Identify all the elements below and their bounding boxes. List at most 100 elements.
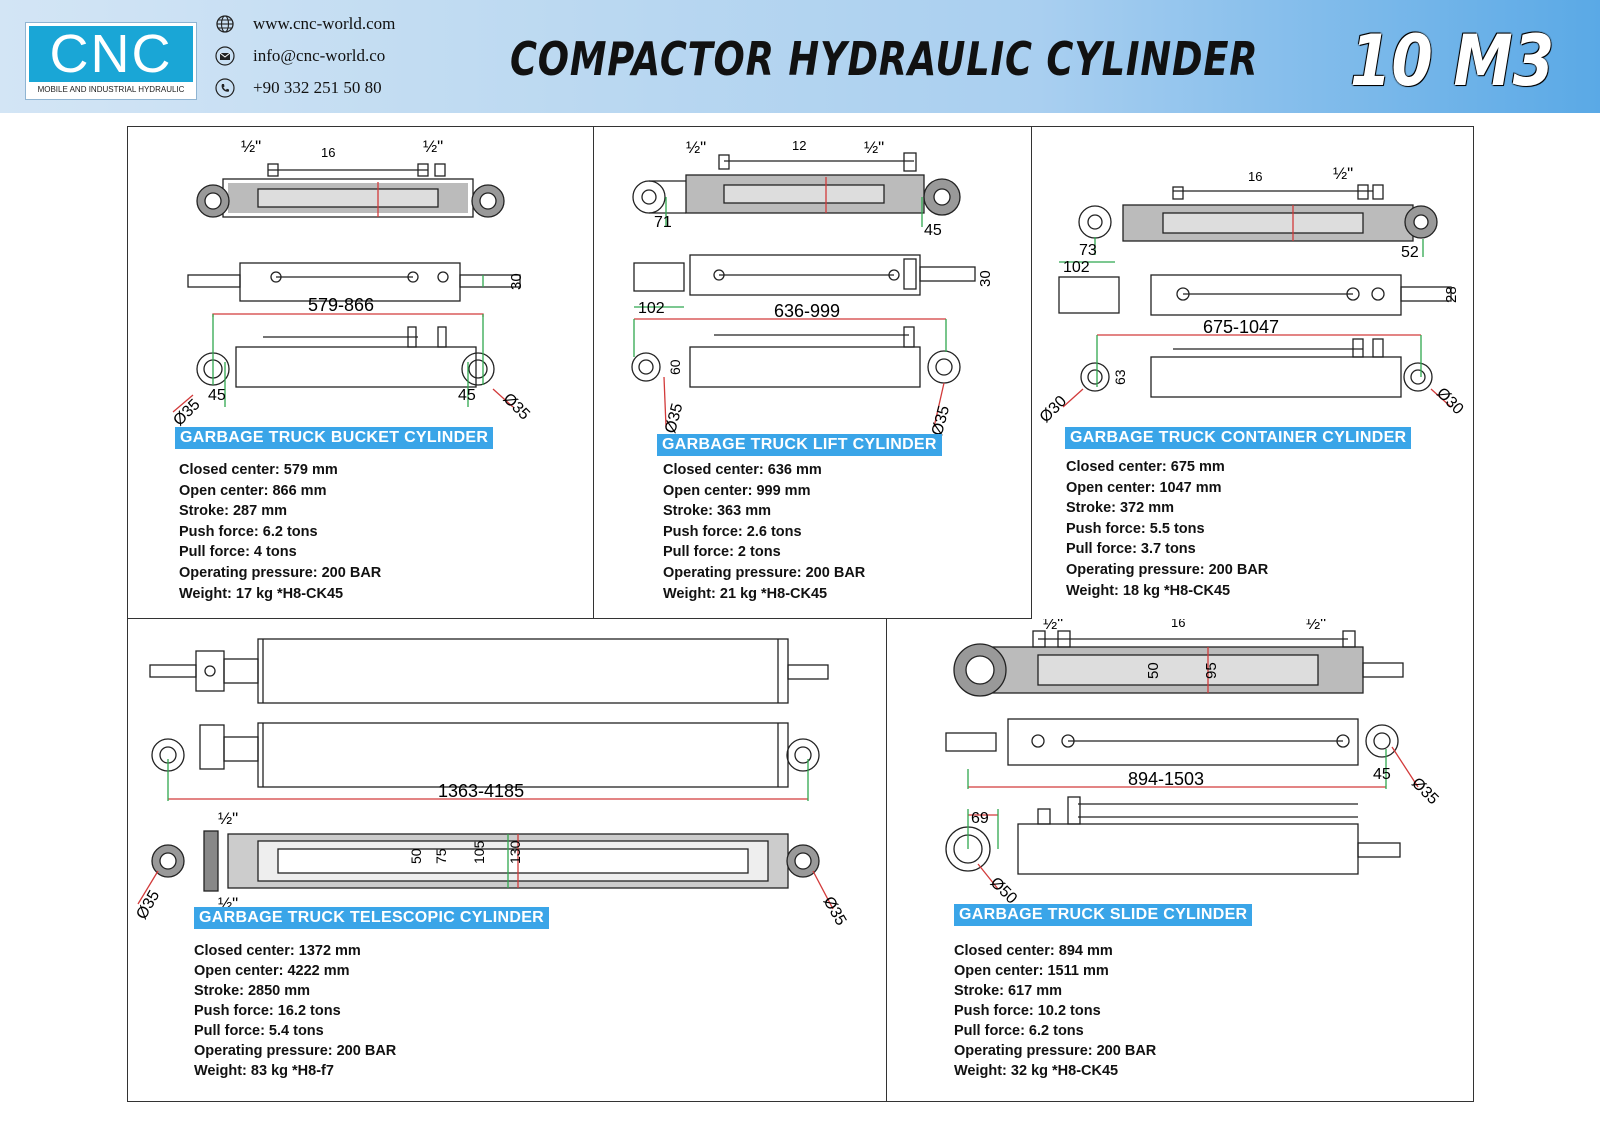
globe-icon — [216, 15, 234, 33]
telescopic-stage4: 130 — [507, 840, 523, 864]
spec-push-force: Push force: 5.5 tons — [1066, 520, 1205, 537]
container-eye-height: 63 — [1112, 369, 1128, 385]
spec-stroke: Stroke: 363 mm — [663, 503, 771, 520]
page-title: COMPACTOR HYDRAULIC CYLINDER — [510, 32, 1259, 86]
telescopic-cylinder-label: GARBAGE TRUCK TELESCOPIC CYLINDER — [194, 907, 550, 929]
lift-cylinder-specs: Closed center: 636 mm Open center: 999 m… — [663, 460, 865, 604]
slide-cylinder-drawing: ½" ½" 16 50 95 894-1503 45 Ø35 69 Ø50 — [945, 619, 1442, 908]
spec-closed-center: Closed center: 579 mm — [179, 462, 338, 478]
container-tube-dim: 16 — [1248, 169, 1262, 184]
panel-lift-cylinder: ½" ½" 12 71 45 30 102 636-999 60 Ø35 Ø35… — [594, 127, 1031, 618]
bucket-port-right: ½" — [423, 137, 443, 156]
phone-text: +90 332 251 50 80 — [253, 78, 382, 97]
container-cylinder-label: GARBAGE TRUCK CONTAINER CYLINDER — [1065, 427, 1412, 449]
logo-mark: CNC — [29, 26, 193, 82]
bucket-length-dim: 579-866 — [308, 295, 374, 315]
spec-weight: Weight: 83 kg *H8-f7 — [194, 1063, 334, 1079]
spec-open-center: Open center: 999 mm — [663, 482, 811, 499]
bucket-rod-dim: 30 — [508, 273, 525, 290]
spec-push-force: Push force: 6.2 tons — [179, 523, 318, 540]
lift-pin-left: Ø35 — [662, 401, 686, 435]
spec-closed-center: Closed center: 1372 mm — [194, 943, 361, 959]
panel-bucket-cylinder: ½" ½" 16 30 579-866 45 45 Ø35 Ø35 GARBAG… — [128, 127, 593, 618]
frame-cell-4 — [127, 618, 887, 1102]
bucket-eye-right: 45 — [458, 387, 476, 404]
spec-pressure: Operating pressure: 200 BAR — [954, 1043, 1157, 1059]
spec-stroke: Stroke: 617 mm — [954, 983, 1062, 999]
bucket-port-left: ½" — [241, 137, 261, 156]
bucket-tube-dim: 16 — [321, 145, 335, 160]
spec-closed-center: Closed center: 675 mm — [1066, 459, 1225, 475]
spec-pull-force: Pull force: 4 tons — [179, 544, 297, 561]
lift-port-right: ½" — [864, 138, 884, 157]
logo-subtitle: MOBILE AND INDUSTRIAL HYDRAULIC — [37, 85, 185, 94]
container-cylinder-specs: Closed center: 675 mm Open center: 1047 … — [1066, 457, 1268, 601]
website-text: www.cnc-world.com — [253, 14, 396, 33]
spec-pressure: Operating pressure: 200 BAR — [663, 564, 866, 581]
spec-pressure: Operating pressure: 200 BAR — [194, 1043, 397, 1059]
spec-weight: Weight: 32 kg *H8-CK45 — [954, 1063, 1119, 1079]
spec-pull-force: Pull force: 5.4 tons — [194, 1023, 324, 1039]
slide-pin-left: Ø50 — [987, 874, 1020, 907]
spec-pressure: Operating pressure: 200 BAR — [179, 564, 382, 581]
telescopic-stage1: 50 — [408, 848, 424, 864]
panel-telescopic-cylinder: 1363-4185 ½" ½" 50 75 105 130 Ø35 Ø35 GA… — [128, 619, 886, 1101]
phone-icon — [215, 78, 235, 98]
volume-badge: 10 M3 — [1350, 20, 1555, 102]
container-cylinder-drawing: ½" 16 73 52 102 28 675-1047 63 Ø30 Ø30 — [1037, 164, 1467, 426]
telescopic-stage3: 105 — [471, 840, 487, 864]
spec-closed-center: Closed center: 636 mm — [663, 462, 822, 478]
slide-eye-left: 69 — [971, 810, 989, 827]
spec-pull-force: Pull force: 6.2 tons — [954, 1023, 1084, 1039]
telescopic-pin-left: Ø35 — [133, 888, 163, 923]
container-length-dim: 675-1047 — [1203, 317, 1279, 337]
lift-tube-dim: 12 — [792, 138, 806, 153]
container-port-right: ½" — [1333, 164, 1353, 183]
spec-weight: Weight: 18 kg *H8-CK45 — [1066, 582, 1231, 599]
bucket-pin-right: Ø35 — [500, 390, 533, 423]
lift-rod-dim: 30 — [977, 270, 994, 287]
telescopic-cylinder-specs: Closed center: 1372 mm Open center: 4222… — [194, 941, 396, 1081]
telescopic-stage2: 75 — [433, 848, 449, 864]
bucket-eye-left: 45 — [208, 387, 226, 404]
bucket-cylinder-label: GARBAGE TRUCK BUCKET CYLINDER — [175, 427, 494, 449]
slide-port-left: ½" — [1043, 619, 1063, 633]
spec-pull-force: Pull force: 2 tons — [663, 544, 781, 561]
slide-length-dim: 894-1503 — [1128, 769, 1204, 789]
mail-icon — [215, 46, 235, 66]
spec-stroke: Stroke: 2850 mm — [194, 983, 311, 999]
spec-pressure: Operating pressure: 200 BAR — [1066, 561, 1269, 578]
telescopic-length-dim: 1363-4185 — [438, 781, 524, 801]
spec-pull-force: Pull force: 3.7 tons — [1066, 541, 1196, 558]
telescopic-cylinder-drawing: 1363-4185 ½" ½" 50 75 105 130 Ø35 Ø35 — [133, 638, 850, 929]
spec-open-center: Open center: 4222 mm — [194, 963, 350, 979]
telescopic-port-top: ½" — [218, 809, 238, 828]
slide-cylinder-specs: Closed center: 894 mm Open center: 1511 … — [954, 941, 1156, 1081]
spec-open-center: Open center: 866 mm — [179, 482, 327, 499]
lift-eye-left: 71 — [654, 214, 672, 231]
container-eye-left: 73 — [1079, 242, 1097, 259]
container-clevis-dim: 102 — [1063, 259, 1090, 276]
lift-eye-height: 60 — [667, 359, 683, 375]
slide-tube-dim: 16 — [1171, 619, 1185, 630]
spec-push-force: Push force: 10.2 tons — [954, 1003, 1101, 1019]
slide-port-right: ½" — [1306, 619, 1326, 633]
company-logo: CNC MOBILE AND INDUSTRIAL HYDRAULIC — [25, 22, 197, 100]
email-text: info@cnc-world.co — [253, 46, 386, 65]
container-rod-dim: 28 — [1443, 286, 1460, 303]
panel-slide-cylinder: ½" ½" 16 50 95 894-1503 45 Ø35 69 Ø50 GA… — [888, 619, 1473, 1101]
spec-push-force: Push force: 16.2 tons — [194, 1003, 341, 1019]
lift-pin-right: Ø35 — [929, 404, 953, 438]
spec-open-center: Open center: 1047 mm — [1066, 479, 1222, 496]
telescopic-pin-right: Ø35 — [820, 894, 850, 929]
spec-closed-center: Closed center: 894 mm — [954, 943, 1113, 959]
spec-weight: Weight: 21 kg *H8-CK45 — [663, 585, 828, 602]
bucket-pin-left: Ø35 — [170, 396, 203, 429]
container-eye-right: 52 — [1401, 244, 1419, 261]
lift-cylinder-drawing: ½" ½" 12 71 45 30 102 636-999 60 Ø35 Ø35 — [631, 138, 994, 438]
lift-cylinder-label: GARBAGE TRUCK LIFT CYLINDER — [657, 434, 942, 456]
lift-clevis-dim: 102 — [638, 300, 665, 317]
slide-cylinder-label: GARBAGE TRUCK SLIDE CYLINDER — [954, 904, 1253, 926]
slide-rod-dim: 50 — [1145, 662, 1162, 679]
spec-stroke: Stroke: 287 mm — [179, 503, 287, 520]
